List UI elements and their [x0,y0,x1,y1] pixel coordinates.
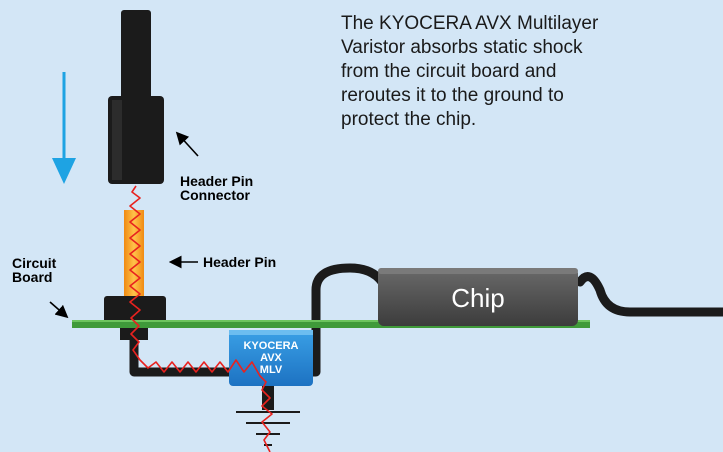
static-shock-path [129,185,273,452]
header-pin-label: Header Pin [203,254,277,270]
header-pin-connector [108,10,164,184]
chip [378,268,578,326]
description-text: The KYOCERA AVX Multilayer Varistor abso… [341,13,599,130]
pin-base [104,296,166,340]
header-pin-connector-label: Header Pin Connector [180,173,254,203]
kyocera-avx-mlv [229,330,313,410]
circuit-board-label: Circuit Board [12,255,57,285]
board-pointer [49,301,69,319]
arrow-down-icon [52,72,76,184]
trace-wires [129,263,723,377]
circuit-board [72,320,590,328]
connector-pointer [175,131,199,157]
header-pin [124,210,144,300]
